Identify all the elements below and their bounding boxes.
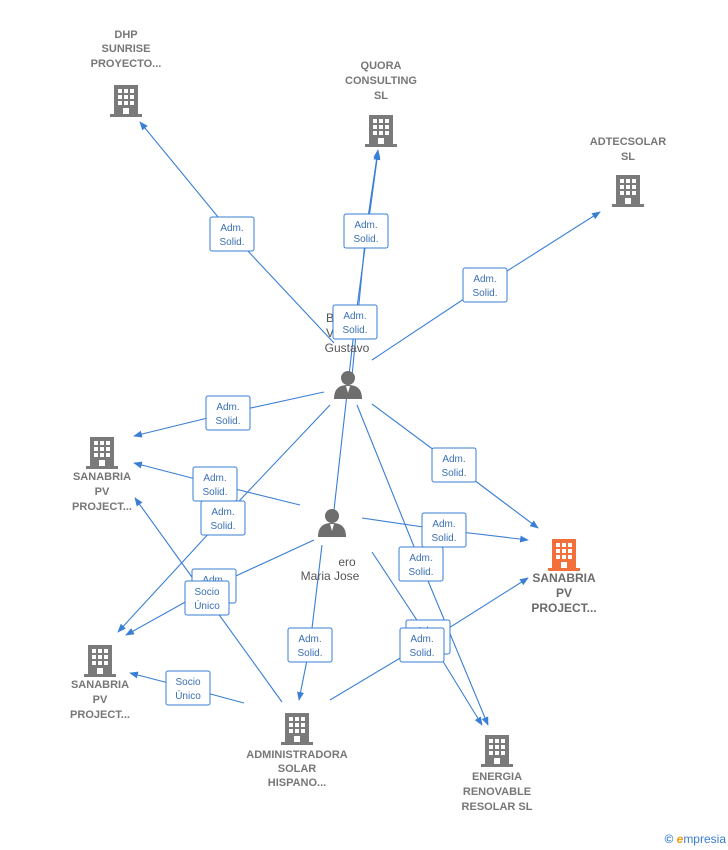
building-icon	[481, 735, 513, 767]
node-label-line: CONSULTING	[345, 75, 417, 87]
edge-label-text: Único	[175, 689, 201, 702]
node-label-line: PV	[95, 486, 110, 498]
edges-layer	[117, 121, 601, 726]
node-dhp[interactable]: DHP SUNRISE PROYECTO...	[91, 29, 162, 117]
edge-label-text: Adm.	[409, 553, 432, 564]
edge-label-p1-to-adtec[interactable]: Adm. Solid.	[462, 267, 508, 303]
edge-label-text: Adm.	[442, 454, 465, 465]
edge-label-p2-to-admin[interactable]: Adm. Solid.	[287, 627, 333, 663]
edge-label-text: Adm.	[298, 634, 321, 645]
node-label-line: ero	[338, 555, 356, 569]
node-sanL1[interactable]: SANABRIA PV PROJECT...	[72, 437, 132, 513]
edge-label-text: Solid.	[215, 416, 240, 427]
node-label-line: SANABRIA	[532, 571, 596, 585]
node-label-line: RENOVABLE	[463, 786, 531, 798]
edge-label-p1-to-sanL2[interactable]: Adm. Solid.	[200, 500, 246, 536]
building-icon	[86, 437, 118, 469]
edge-label-text: Adm.	[410, 634, 433, 645]
node-label-line: V	[326, 326, 334, 340]
brand-name: mpresia	[683, 832, 726, 846]
node-label-line: PV	[556, 586, 572, 600]
building-icon	[365, 115, 397, 147]
node-energia[interactable]: ENERGIA RENOVABLE RESOLAR SL	[462, 735, 533, 813]
edge-label-text: Adm.	[203, 473, 226, 484]
node-label-line: PV	[93, 694, 108, 706]
edge-label-text: Solid.	[472, 288, 497, 299]
building-icon	[84, 645, 116, 677]
edge-label-text: Adm.	[432, 519, 455, 530]
node-label-line: SUNRISE	[102, 43, 151, 55]
edge-label-admin-to-sanR[interactable]: Adm. Solid.	[399, 627, 445, 663]
building-icon	[612, 175, 644, 207]
node-label-line: HISPANO...	[268, 777, 326, 789]
node-label-line: SANABRIA	[73, 471, 131, 483]
node-label-line: ENERGIA	[472, 771, 522, 783]
node-label-line: PROYECTO...	[91, 58, 162, 70]
node-label-line: PROJECT...	[70, 709, 130, 721]
edge-label-text: Solid.	[408, 567, 433, 578]
node-admin[interactable]: ADMINISTRADORA SOLAR HISPANO...	[246, 713, 348, 789]
edge-label-text: Adm.	[216, 402, 239, 413]
node-sanL2[interactable]: SANABRIA PV PROJECT...	[70, 645, 130, 721]
edge-label-text: Adm.	[211, 507, 234, 518]
brand-initial: e	[676, 832, 684, 846]
node-label-line: Maria Jose	[301, 569, 360, 583]
copyright-icon: ©	[664, 832, 674, 846]
person-icon	[318, 509, 346, 537]
edge-label-p1-to-energia[interactable]: Adm. Solid.	[398, 546, 444, 582]
edge-label-text: Solid.	[409, 648, 434, 659]
edge-label-text: Solid.	[353, 234, 378, 245]
brand-footer[interactable]: © empresia	[664, 832, 726, 846]
node-sanR[interactable]: SANABRIAPVPROJECT...	[531, 539, 597, 615]
edge-label-text: Solid.	[219, 237, 244, 248]
node-label-line: QUORA	[361, 60, 402, 72]
edge-label-p1-to-sanR[interactable]: Adm. Solid.	[431, 447, 477, 483]
edge-label-text: Socio	[175, 677, 200, 688]
node-label-line: RESOLAR SL	[462, 801, 533, 813]
edge-label-text: Adm.	[473, 274, 496, 285]
node-label-line: SL	[374, 90, 388, 102]
edge-label-text: Solid.	[297, 648, 322, 659]
edge-label-text: Solid.	[202, 487, 227, 498]
node-quora[interactable]: QUORA CONSULTING SL	[345, 60, 417, 147]
edge-label-p2-to-quora[interactable]: Adm. Solid.	[332, 304, 378, 340]
edge-label-p2-to-sanR[interactable]: Adm. Solid.	[421, 512, 467, 548]
edge-label-text: Solid.	[210, 521, 235, 532]
edge-label-text: Adm.	[343, 311, 366, 322]
edge-labels-layer: Adm. Solid. Adm. Solid. Adm. Solid. Adm. Solid.…	[165, 213, 508, 706]
node-label-line: SL	[621, 151, 635, 163]
node-adtec[interactable]: ADTECSOLAR SL	[590, 136, 666, 207]
building-icon	[110, 85, 142, 117]
edge-label-p2-to-sanL1[interactable]: Adm. Solid.	[192, 466, 238, 502]
node-label-line: B	[326, 311, 334, 325]
edge-label-text: Adm.	[354, 220, 377, 231]
node-label-line: PROJECT...	[72, 501, 132, 513]
nodes-layer: DHPSUNRISEPROYECTO...QUORACONSULTINGSLAD…	[70, 29, 666, 813]
node-label-line: DHP	[114, 29, 137, 41]
edge-label-text: Solid.	[441, 468, 466, 479]
person-icon	[334, 371, 362, 399]
node-label-line: PROJECT...	[531, 601, 596, 615]
edge-label-text: Solid.	[431, 533, 456, 544]
node-label-line: SANABRIA	[71, 679, 129, 691]
node-label-line: Gustavo	[325, 341, 370, 355]
edge-label-text: Socio	[194, 587, 219, 598]
edge-label-text: Único	[194, 599, 220, 612]
node-label-line: ADMINISTRADORA	[246, 749, 347, 761]
building-icon	[281, 713, 313, 745]
edge-label-text: Solid.	[342, 325, 367, 336]
node-label-line: ADTECSOLAR	[590, 136, 666, 148]
edge-label-p1-to-sanL1[interactable]: Adm. Solid.	[205, 395, 251, 431]
building-icon	[548, 539, 580, 571]
edge-label-text: Adm.	[220, 223, 243, 234]
edge-label-p1-to-dhp[interactable]: Adm. Solid.	[209, 216, 255, 252]
node-label-line: SOLAR	[278, 763, 317, 775]
edge-label-p1-to-quora[interactable]: Adm. Solid.	[343, 213, 389, 249]
